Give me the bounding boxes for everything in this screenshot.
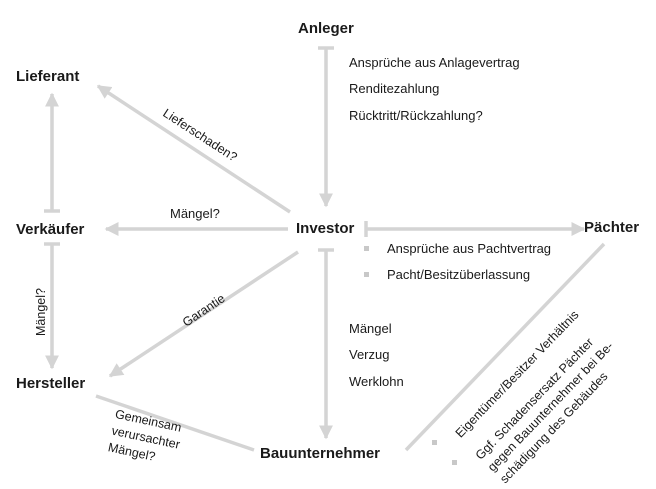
bauunternehmer-list-item: Mängel: [349, 321, 392, 336]
anleger-list-item: Renditezahlung: [349, 81, 440, 96]
bauunternehmer-list-item: Verzug: [349, 347, 390, 362]
bauunternehmer-list-item: Werklohn: [349, 374, 404, 389]
list-bullet: [452, 460, 457, 465]
paechter-list-item: Ansprüche aus Pachtvertrag: [387, 241, 552, 256]
node-hersteller: Hersteller: [16, 375, 86, 392]
edge-investor-lieferant: [96, 84, 291, 214]
edge-paechter-bauunternehmer: [404, 242, 606, 452]
edge-label-maengel-hersteller: Mängel?: [34, 288, 48, 336]
list-bullet: [432, 440, 437, 445]
list-bullet: [364, 246, 369, 251]
node-anleger: Anleger: [298, 20, 354, 37]
node-paechter: Pächter: [584, 219, 640, 236]
anleger-list-item: Ansprüche aus Anlagevertrag: [349, 55, 520, 70]
edge-investor-hersteller: [108, 250, 299, 378]
list-bullet: [364, 272, 369, 277]
node-investor: Investor: [296, 220, 355, 237]
node-bauunternehmer: Bauunternehmer: [260, 445, 381, 462]
paechter-list-item: Pacht/Besitzüberlassung: [387, 267, 531, 282]
node-lieferant: Lieferant: [16, 68, 80, 85]
edge-label-maengel-verkaeufer: Mängel?: [170, 206, 220, 221]
anleger-list-item: Rücktritt/Rückzahlung?: [349, 108, 483, 123]
edge-hersteller-bauunternehmer: [95, 394, 255, 452]
node-verkaeufer: Verkäufer: [16, 221, 85, 238]
